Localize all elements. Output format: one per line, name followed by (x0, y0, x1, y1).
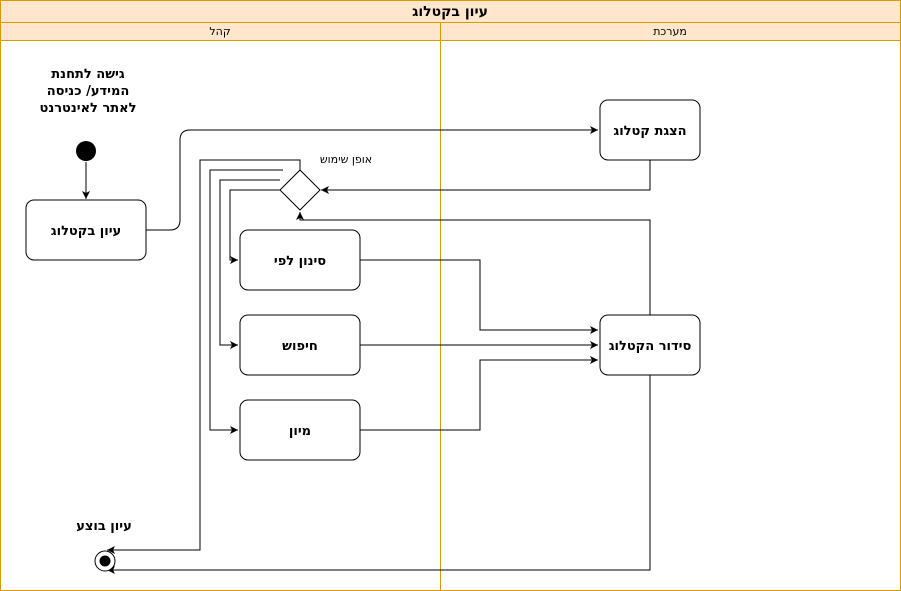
node-arrange-catalog-label: סידור הקטלוג (609, 339, 692, 354)
start-node (76, 141, 96, 161)
node-filter (239, 229, 361, 291)
edge-arrange-to-decision (296, 212, 651, 315)
node-show-catalog (599, 99, 701, 161)
edge-decision-to-filter (229, 189, 280, 264)
edge-sort-to-arrange (360, 356, 598, 431)
end-node-inner (99, 555, 111, 567)
node-browse-catalog (25, 199, 147, 261)
edge-decision-to-sort (209, 169, 283, 434)
edge-arrange-to-end (107, 375, 651, 574)
node-filter-label: סינון לפי (274, 254, 326, 269)
node-sort (239, 399, 361, 461)
edge-decision-to-search (219, 179, 280, 349)
edge-filter-to-arrange (360, 259, 598, 334)
edges (82, 126, 651, 574)
decision-label: אופן שימוש (320, 153, 372, 166)
edge-browse-to-show (146, 126, 598, 231)
node-arrange-catalog (599, 314, 701, 376)
node-search (239, 314, 361, 376)
lane-label-left: קהל (209, 25, 230, 38)
end-label: עיון בוצע (76, 519, 131, 534)
start-note-line-1: גישה לתחנת (51, 67, 125, 82)
start-note-line-2: המידע/ כניסה (47, 84, 130, 99)
edge-decision-to-end (107, 159, 301, 554)
edge-show-to-decision (321, 160, 651, 194)
node-browse-catalog-label: עיון בקטלוג (51, 224, 121, 239)
lane-label-right: מערכת (653, 25, 687, 38)
start-note-line-3: לאתר לאינטרנט (40, 101, 137, 116)
diagram-title: עיון בקטלוג (412, 4, 488, 20)
decision-node (279, 169, 321, 211)
node-sort-label: מיון (289, 424, 311, 439)
node-search-label: חיפוש (282, 339, 318, 354)
node-show-catalog-label: הצגת קטלוג (613, 124, 686, 139)
